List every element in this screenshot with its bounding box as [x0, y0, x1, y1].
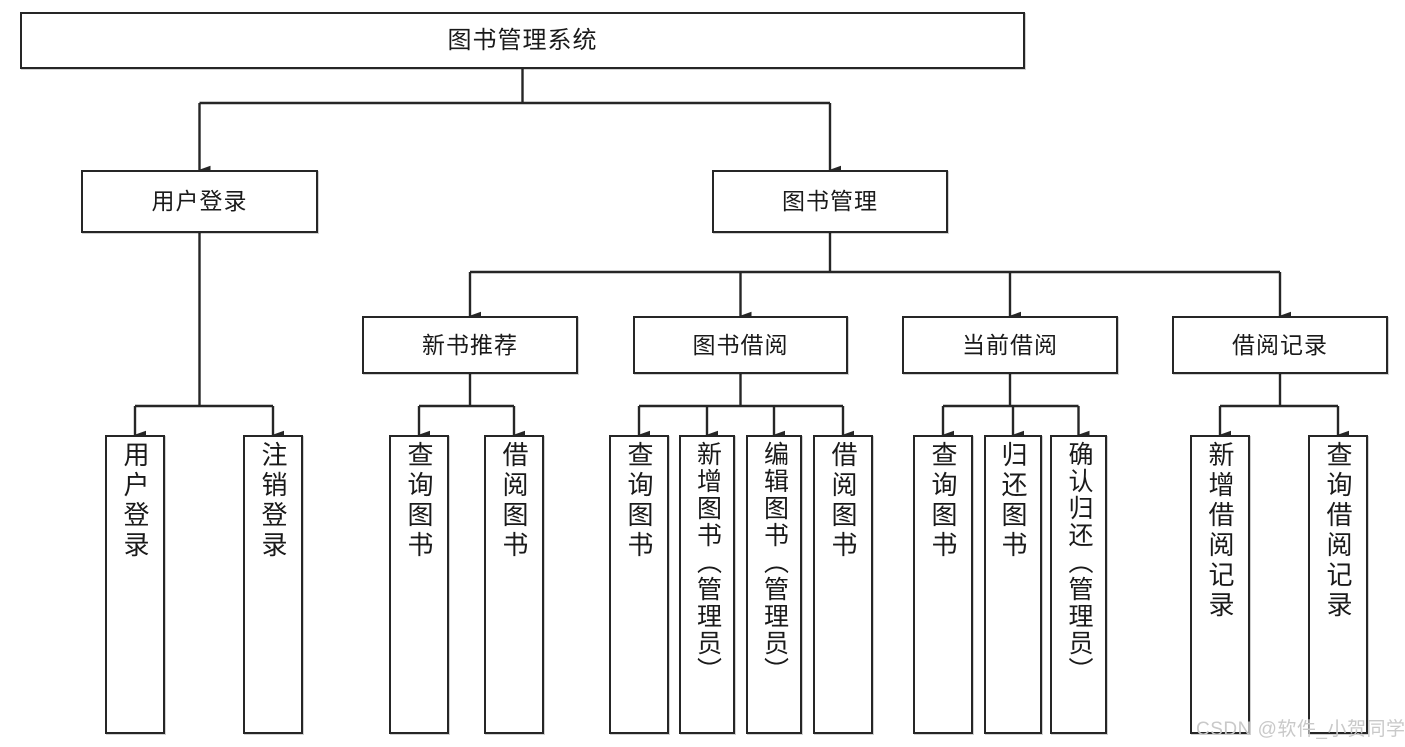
node-label: 注销登录 [258, 441, 288, 561]
node-leaf-borrow-book-rec[interactable]: 借阅图书 [484, 435, 544, 734]
node-label: 查询图书 [404, 441, 434, 561]
node-leaf-edit-book-admin[interactable]: 编辑图书（管理员） [746, 435, 802, 734]
node-label: 图书管理 [782, 188, 878, 215]
node-label: 新书推荐 [422, 331, 518, 358]
node-leaf-query-book-current[interactable]: 查询图书 [913, 435, 973, 734]
node-leaf-add-book-admin[interactable]: 新增图书（管理员） [679, 435, 735, 734]
node-label: 借阅图书 [499, 441, 529, 561]
node-leaf-add-borrow-record[interactable]: 新增借阅记录 [1190, 435, 1250, 734]
node-label: 当前借阅 [962, 331, 1058, 358]
node-label: 图书借阅 [692, 331, 789, 358]
node-label: 归还图书 [998, 441, 1028, 561]
node-label: 用户登录 [151, 188, 248, 215]
node-label: 查询图书 [928, 441, 958, 561]
node-book-borrow[interactable]: 图书借阅 [633, 316, 848, 374]
node-leaf-confirm-return-admin[interactable]: 确认归还（管理员） [1050, 435, 1107, 734]
csdn-watermark: CSDN @软件_小贺同学 [1196, 719, 1405, 740]
node-label: 用户登录 [120, 441, 150, 561]
node-book-management[interactable]: 图书管理 [712, 170, 948, 233]
node-label: 查询图书 [624, 441, 654, 561]
node-current-borrow[interactable]: 当前借阅 [902, 316, 1118, 374]
node-leaf-query-borrow-record[interactable]: 查询借阅记录 [1308, 435, 1368, 734]
node-borrow-records[interactable]: 借阅记录 [1172, 316, 1388, 374]
node-user-login[interactable]: 用户登录 [81, 170, 318, 233]
node-label: 确认归还（管理员） [1065, 441, 1093, 684]
node-label: 图书管理系统 [447, 26, 598, 54]
node-leaf-borrow-book[interactable]: 借阅图书 [813, 435, 873, 734]
node-label: 编辑图书（管理员） [760, 441, 789, 684]
node-leaf-query-book-borrow[interactable]: 查询图书 [609, 435, 669, 734]
edges [133, 69, 1349, 440]
node-new-book-recommend[interactable]: 新书推荐 [362, 316, 578, 374]
node-label: 借阅图书 [828, 441, 858, 561]
node-label: 新增图书（管理员） [693, 441, 722, 684]
node-label: 新增借阅记录 [1205, 441, 1235, 621]
node-leaf-query-book-rec[interactable]: 查询图书 [389, 435, 449, 734]
node-label: 借阅记录 [1232, 331, 1328, 358]
node-leaf-user-login[interactable]: 用户登录 [105, 435, 165, 734]
node-label: 查询借阅记录 [1323, 441, 1353, 621]
node-leaf-return-book[interactable]: 归还图书 [984, 435, 1042, 734]
node-leaf-logout[interactable]: 注销登录 [243, 435, 303, 734]
node-root[interactable]: 图书管理系统 [20, 12, 1025, 69]
